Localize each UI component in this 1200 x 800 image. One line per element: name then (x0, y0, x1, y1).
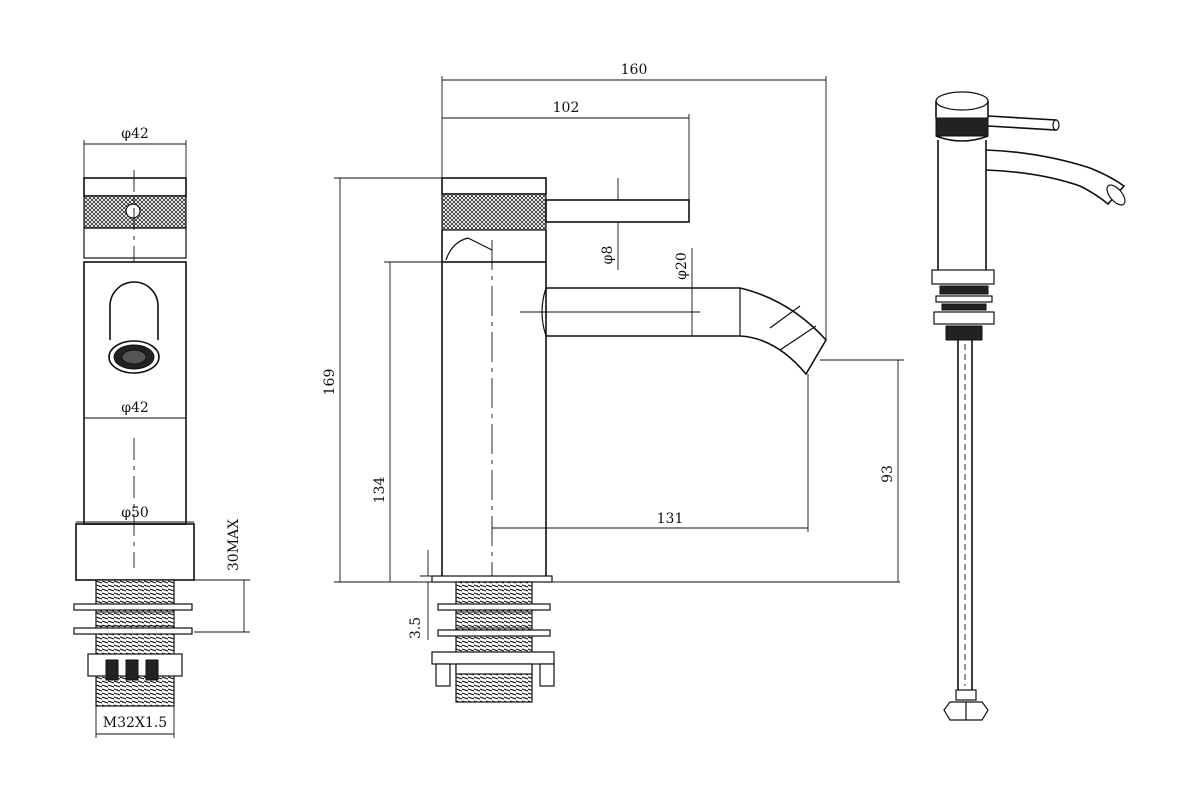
side-top-cap (83, 177, 187, 197)
front-knurled-handle (441, 193, 547, 231)
front-base-offset-label: 3.5 (408, 617, 424, 639)
side-view: φ42 φ42 φ50 30MAX M32X1.5 (73, 126, 250, 738)
side-aerator-outer (108, 340, 160, 374)
front-lever (545, 199, 690, 223)
side-base (75, 523, 195, 581)
front-washer-2 (437, 629, 551, 637)
persp-lever (987, 115, 1057, 131)
front-handle-cap (441, 177, 547, 195)
persp-hose (957, 340, 973, 690)
perspective-view (931, 91, 1126, 721)
front-washer (437, 603, 551, 611)
side-top-diameter-label: φ42 (121, 126, 149, 142)
side-washer-2 (73, 627, 193, 635)
side-aerator-core (121, 349, 147, 365)
persp-body (937, 140, 987, 270)
front-body (441, 261, 547, 579)
front-spout-diameter-label: φ20 (674, 252, 690, 280)
front-handle-reach-label: 102 (553, 100, 580, 116)
front-total-height-label: 169 (322, 369, 338, 396)
side-mid-diameter-label: φ42 (121, 400, 149, 416)
side-base-diameter-label: φ50 (121, 505, 149, 521)
front-threaded-shank (455, 581, 533, 703)
persp-knurl (935, 117, 989, 137)
front-handle-diameter-label: φ8 (600, 246, 616, 265)
side-upper-body (83, 227, 187, 259)
persp-spout (985, 149, 1126, 206)
front-neck-curve (445, 237, 493, 261)
persp-base (931, 269, 995, 285)
side-body (83, 261, 187, 525)
front-view: 160 102 φ8 φ20 169 134 131 93 3.5 (322, 62, 904, 703)
front-base-plate (431, 575, 553, 583)
front-total-reach-label: 160 (621, 62, 648, 78)
persp-nut (933, 311, 995, 325)
front-body-height-label: 134 (372, 477, 388, 504)
front-spout (546, 287, 827, 376)
side-spout (109, 281, 159, 340)
persp-top-cap (935, 91, 989, 111)
side-threaded-shank (95, 579, 175, 707)
side-deck-max-label: 30MAX (226, 519, 242, 571)
front-spout-reach-label: 131 (657, 511, 684, 527)
side-lever-hole (125, 203, 141, 219)
front-spout-height-label: 93 (880, 465, 896, 483)
side-washer (73, 603, 193, 611)
side-thread-label: M32X1.5 (103, 715, 167, 731)
front-nut (431, 651, 555, 665)
